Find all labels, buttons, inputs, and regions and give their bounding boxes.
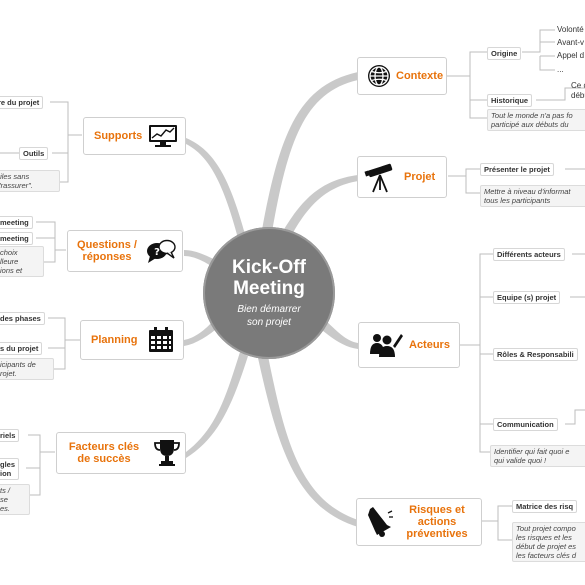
acteurs-item[interactable]: Rôles & Responsabili [493, 348, 578, 361]
acteurs-item[interactable]: Différents acteurs [493, 248, 565, 261]
monitor-icon [149, 125, 178, 147]
risques-matrice[interactable]: Matrice des risq [512, 500, 578, 513]
branch-facteurs[interactable]: Facteurs clés de succès [56, 432, 186, 474]
contexte-historique[interactable]: Historique [487, 94, 533, 107]
origine-item[interactable]: Appel d [557, 51, 585, 60]
branch-planning-label: Planning [91, 334, 138, 346]
branch-supports-label: Supports [94, 130, 143, 142]
branch-contexte[interactable]: Contexte [357, 57, 447, 95]
bell-icon [368, 507, 393, 537]
historique-item[interactable]: Ce c [571, 81, 585, 90]
telescope-icon [364, 163, 393, 193]
branch-projet[interactable]: Projet [357, 156, 447, 198]
planning-item[interactable]: s du projet [0, 342, 43, 355]
speech-bubbles-icon: ? [147, 239, 176, 263]
branch-acteurs[interactable]: Acteurs [358, 322, 460, 368]
branch-facteurs-label: Facteurs clés de succès [68, 441, 140, 465]
branch-questions[interactable]: Questions / réponses ? [67, 230, 183, 272]
branch-projet-label: Projet [404, 171, 436, 183]
historique-item[interactable]: débu [571, 91, 585, 100]
projet-presenter[interactable]: Présenter le projet [480, 163, 554, 176]
acteurs-item[interactable]: Equipe (s) projet [493, 291, 561, 304]
supports-outils[interactable]: Outils [19, 147, 49, 160]
branch-planning[interactable]: Planning [80, 320, 184, 360]
questions-item[interactable]: meeting [0, 232, 33, 245]
branch-questions-label: Questions / réponses [77, 239, 137, 263]
calendar-icon [149, 327, 174, 352]
svg-text:?: ? [154, 247, 160, 258]
branch-risques-label: Risques et actions préventives [406, 504, 468, 540]
acteurs-item[interactable]: Communication [493, 418, 558, 431]
contexte-origine[interactable]: Origine [487, 47, 522, 60]
trophy-icon [154, 440, 180, 466]
supports-item[interactable]: re du projet [0, 96, 44, 109]
branch-supports[interactable]: Supports [83, 117, 186, 155]
planning-item[interactable]: des phases [0, 312, 45, 325]
branch-acteurs-label: Acteurs [409, 339, 450, 351]
origine-item[interactable]: Volonté [557, 25, 584, 34]
supports-note: tiles sans"rassurer". [0, 170, 60, 192]
origine-item[interactable]: ... [557, 65, 564, 74]
questions-item[interactable]: meeting [0, 216, 33, 229]
branch-contexte-label: Contexte [396, 70, 444, 82]
globe-icon [368, 65, 390, 87]
branch-risques[interactable]: Risques et actions préventives [356, 498, 482, 546]
people-icon [370, 334, 403, 357]
facteurs-item[interactable]: riels [0, 429, 20, 442]
origine-item[interactable]: Avant-v [557, 38, 584, 47]
